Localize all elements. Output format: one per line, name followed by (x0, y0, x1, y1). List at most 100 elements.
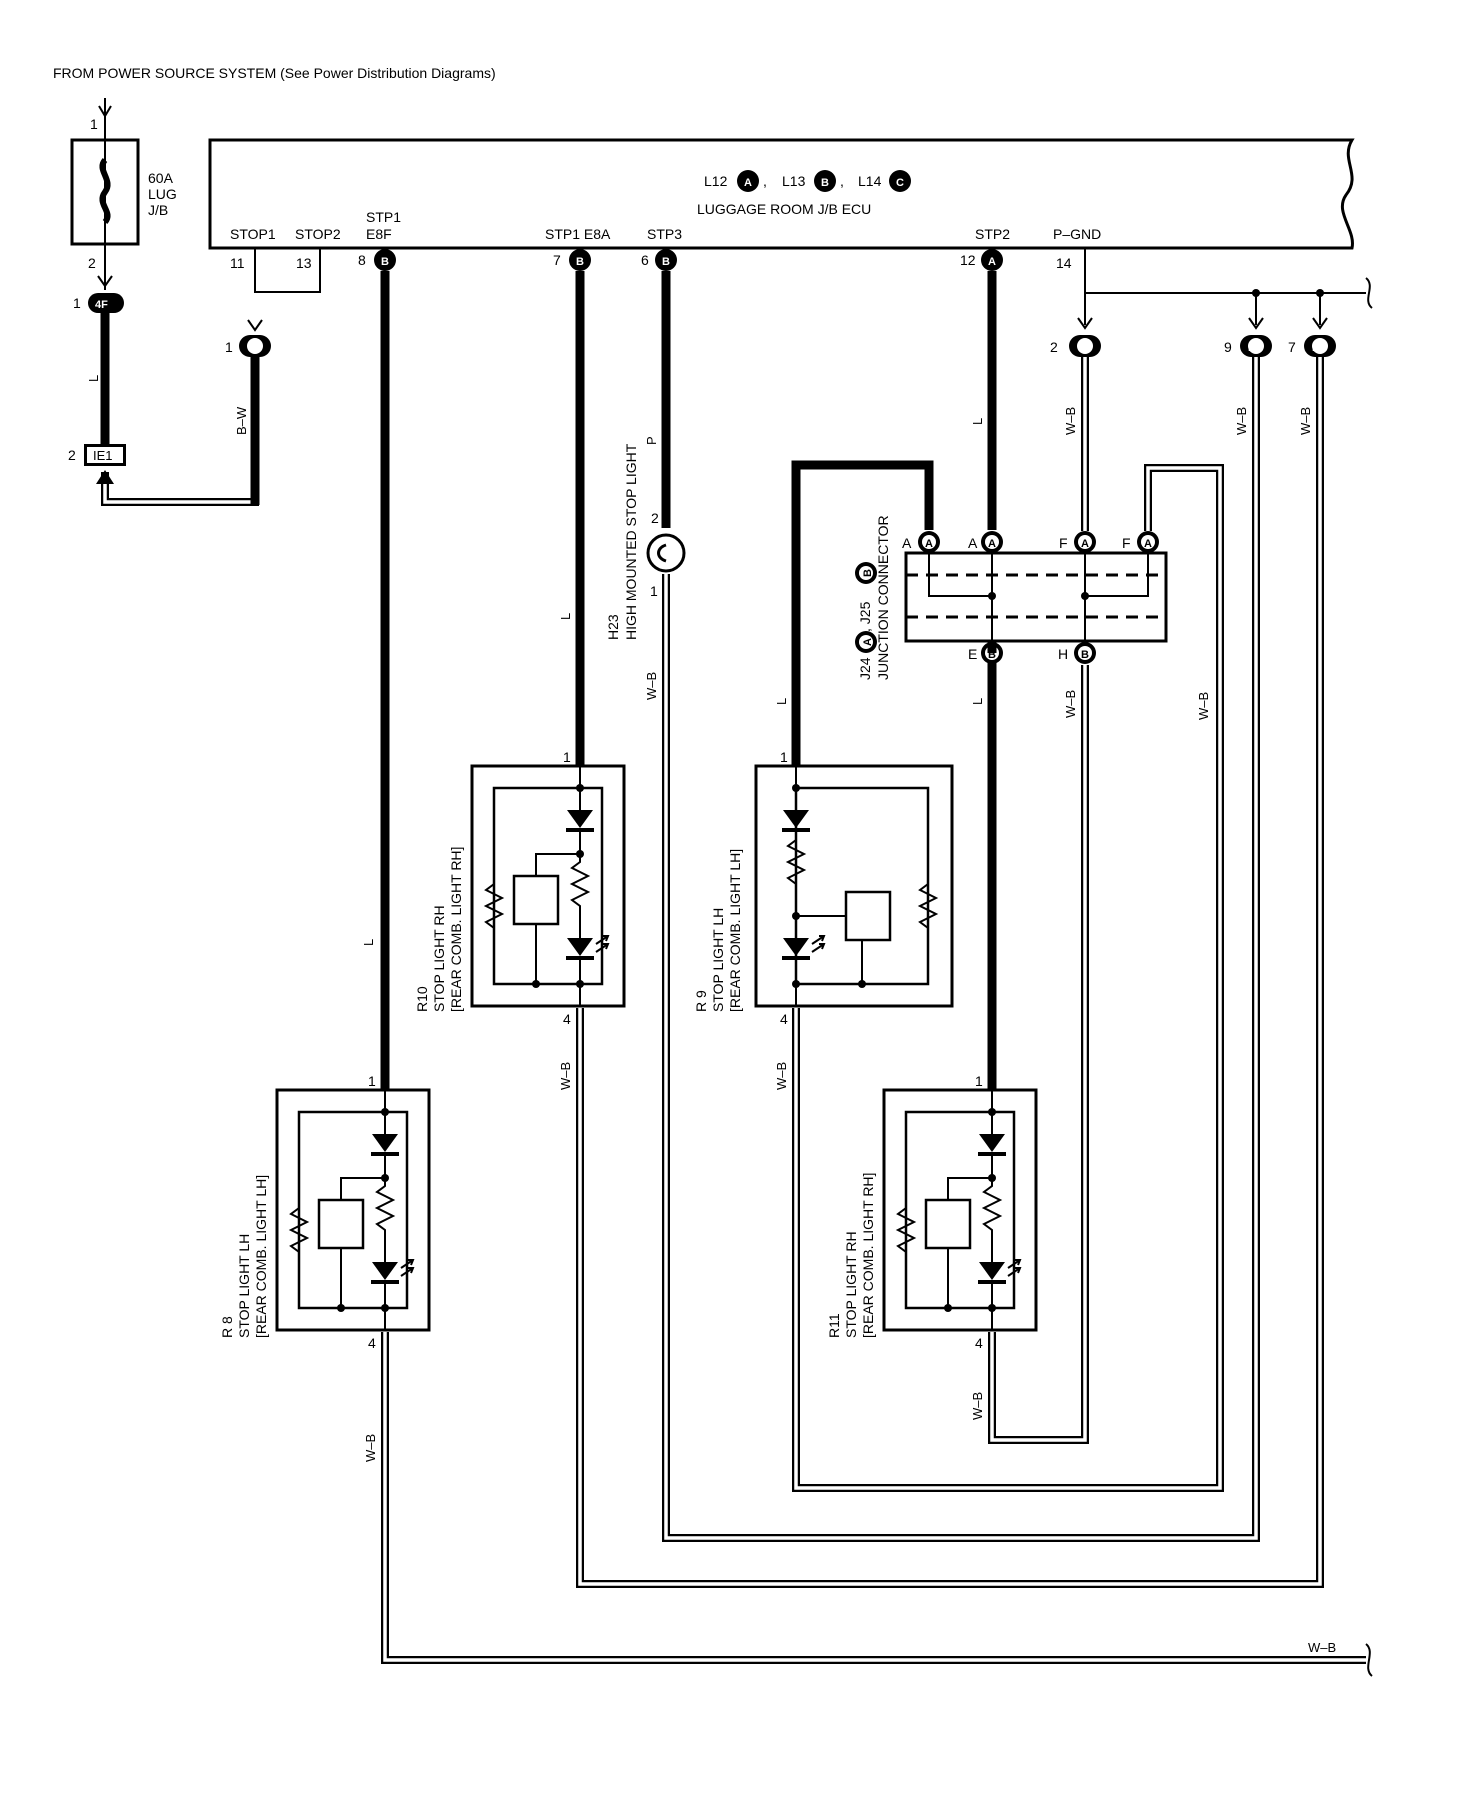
lamp-r11-stop-light-rh: 1 4 R11 STOP LIGHT RH [REAR COMB. LIGHT … (826, 1073, 1038, 1351)
svg-text:4F: 4F (95, 299, 108, 311)
fuse-element-icon (99, 157, 111, 225)
svg-text:L13: L13 (782, 173, 806, 189)
connector-ie1: 2 IE1 (68, 444, 126, 466)
svg-text:F: F (1122, 535, 1131, 551)
ground-wires-wb: W–B W–B W–B W–B W–B W–B W–B W–B W–B W–B … (363, 357, 1373, 1677)
svg-text:1: 1 (368, 1073, 376, 1089)
svg-text:STOP LIGHT LH: STOP LIGHT LH (710, 908, 726, 1012)
junction-connector: A A A A F A F A E B H B J24 A , J25 B JU… (855, 515, 1168, 680)
svg-text:, J25: , J25 (857, 601, 873, 632)
svg-text:E: E (968, 646, 977, 662)
svg-text:L12: L12 (704, 173, 728, 189)
svg-text:8: 8 (358, 252, 366, 268)
svg-text:L: L (558, 613, 573, 620)
svg-text:LA: LA (1312, 342, 1327, 354)
svg-text:L14: L14 (858, 173, 882, 189)
svg-text:1: 1 (780, 749, 788, 765)
svg-text:1: 1 (650, 583, 658, 599)
svg-text:4: 4 (975, 1335, 983, 1351)
svg-text:A: A (925, 538, 933, 550)
svg-text:B: B (576, 256, 584, 268)
svg-text:1: 1 (90, 116, 98, 132)
svg-text:W–B: W–B (774, 1062, 789, 1090)
svg-text:R11: R11 (826, 1313, 842, 1338)
svg-text:LUGGAGE ROOM J/B ECU: LUGGAGE ROOM J/B ECU (697, 201, 871, 217)
svg-text:A: A (862, 638, 874, 646)
connector-la-7: 7 LA (1288, 335, 1336, 357)
lamp-r9-stop-light-lh: 1 4 R 9 STOP LIGHT LH [REAR COMB. LIGHT … (693, 749, 954, 1027)
svg-text:9: 9 (1224, 339, 1232, 355)
svg-text:W–B: W–B (1196, 692, 1211, 720)
svg-text:STP2: STP2 (975, 226, 1010, 242)
svg-text:W–B: W–B (1063, 407, 1078, 435)
svg-text:W–B: W–B (644, 672, 659, 700)
lamp-r10-stop-light-rh: 1 4 R10 STOP LIGHT RH [REAR COMB. LIGHT … (414, 749, 626, 1027)
svg-text:B: B (821, 177, 829, 189)
svg-text:B: B (1081, 649, 1089, 661)
svg-text:W–B: W–B (1308, 1640, 1336, 1655)
svg-text:13: 13 (296, 255, 312, 271)
svg-text:L: L (970, 418, 985, 425)
svg-text:LI: LI (1079, 342, 1089, 354)
svg-text:STP1: STP1 (366, 209, 401, 225)
svg-text:14: 14 (1056, 255, 1072, 271)
svg-text:1: 1 (225, 339, 233, 355)
svg-text:J24: J24 (857, 657, 873, 680)
svg-text:LUG: LUG (148, 186, 177, 202)
svg-text:A: A (1144, 538, 1152, 550)
source-note: FROM POWER SOURCE SYSTEM (See Power Dist… (53, 65, 496, 81)
svg-text:L: L (970, 698, 985, 705)
svg-text:H: H (1058, 646, 1068, 662)
svg-text:E8F: E8F (366, 226, 392, 242)
svg-text:7: 7 (553, 252, 561, 268)
svg-text:C: C (896, 177, 904, 189)
svg-text:,: , (840, 173, 844, 189)
svg-text:P: P (644, 436, 659, 445)
svg-text:JUNCTION CONNECTOR: JUNCTION CONNECTOR (875, 515, 891, 680)
fuse-60a-lug: 1 60A LUG J/B 2 (70, 98, 177, 290)
connector-la-9: 9 LA (1224, 335, 1272, 357)
connector-li: 2 LI (1050, 335, 1101, 357)
svg-text:STOP LIGHT RH: STOP LIGHT RH (431, 905, 447, 1012)
svg-text:2: 2 (1050, 339, 1058, 355)
svg-text:A: A (988, 538, 996, 550)
svg-text:B–W: B–W (234, 406, 249, 435)
svg-text:IE1: IE1 (93, 448, 113, 463)
ground-bus (1077, 248, 1373, 330)
svg-text:[REAR COMB. LIGHT RH]: [REAR COMB. LIGHT RH] (448, 847, 464, 1012)
svg-text:STOP LIGHT LH: STOP LIGHT LH (236, 1234, 252, 1338)
svg-text:R 9: R 9 (693, 990, 709, 1012)
svg-text:L: L (361, 939, 376, 946)
svg-text:B: B (662, 256, 670, 268)
svg-text:W–B: W–B (1063, 690, 1078, 718)
svg-text:60A: 60A (148, 170, 174, 186)
svg-text:A: A (744, 177, 752, 189)
ecu-luggage-room-jb: L12 A , L13 B , L14 C LUGGAGE ROOM J/B E… (208, 138, 1355, 250)
svg-text:STOP LIGHT RH: STOP LIGHT RH (843, 1231, 859, 1338)
svg-text:12: 12 (960, 252, 976, 268)
connector-ll: 1 LL (225, 335, 271, 357)
svg-text:J/B: J/B (148, 202, 168, 218)
svg-text:4: 4 (780, 1011, 788, 1027)
svg-text:F: F (1059, 535, 1068, 551)
h23-high-mounted-stop-light: 2 1 H23 HIGH MOUNTED STOP LIGHT (605, 443, 686, 640)
svg-text:[REAR COMB. LIGHT LH]: [REAR COMB. LIGHT LH] (727, 849, 743, 1012)
svg-text:B: B (862, 569, 874, 577)
svg-text:HIGH MOUNTED STOP LIGHT: HIGH MOUNTED STOP LIGHT (623, 443, 639, 640)
lamp-r8-stop-light-lh: 1 4 R 8 STOP LIGHT LH [REAR COMB. LIGHT … (219, 1073, 431, 1351)
svg-text:H23: H23 (605, 614, 621, 640)
svg-text:LL: LL (248, 342, 262, 354)
svg-text:6: 6 (641, 252, 649, 268)
svg-text:L: L (86, 375, 101, 382)
wire-l-junction-r9 (791, 460, 934, 766)
svg-text:STP1 E8A: STP1 E8A (545, 226, 611, 242)
svg-text:1: 1 (73, 295, 81, 311)
svg-text:1: 1 (975, 1073, 983, 1089)
svg-text:2: 2 (88, 255, 96, 271)
svg-text:STOP2: STOP2 (295, 226, 341, 242)
svg-text:B: B (381, 256, 389, 268)
ecu-pins: 11 13 8 B 7 B 6 B 12 A 14 (230, 249, 1072, 271)
svg-text:,: , (763, 173, 767, 189)
svg-text:2: 2 (651, 510, 659, 526)
